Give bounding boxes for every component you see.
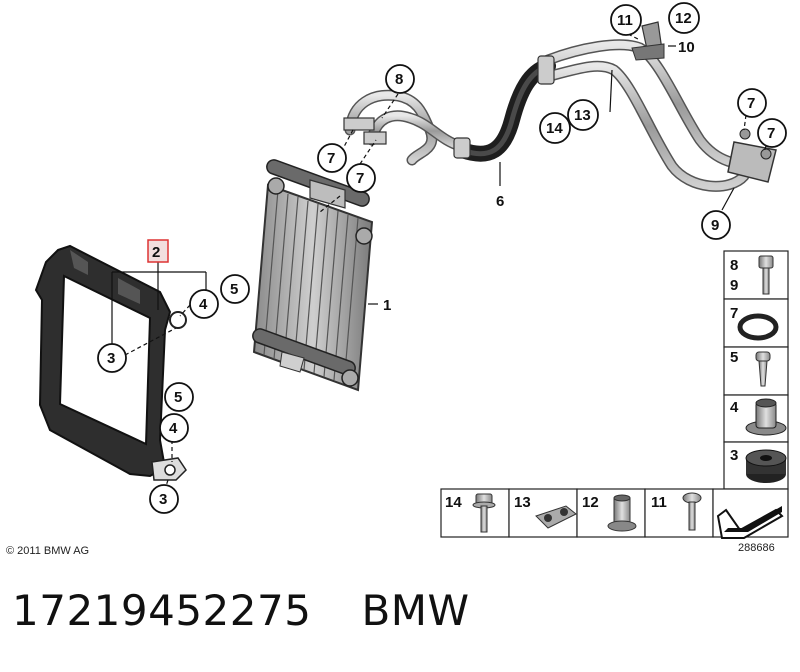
- oval-head-bolt-icon: [682, 492, 702, 531]
- svg-text:5: 5: [174, 389, 182, 406]
- callout-2: 2: [147, 239, 169, 263]
- svg-text:11: 11: [617, 12, 633, 29]
- callout-8: 8: [385, 64, 415, 94]
- svg-text:4: 4: [199, 296, 208, 313]
- legend-o-ring: 7: [730, 305, 779, 341]
- svg-text:11: 11: [651, 494, 667, 511]
- svg-text:6: 6: [496, 193, 504, 210]
- o-ring-icon: [737, 313, 779, 341]
- callout-13: 13: [567, 99, 599, 131]
- svg-text:14: 14: [546, 120, 563, 137]
- leader-lines: [111, 33, 767, 487]
- legend-spacer-nut: 12: [582, 494, 637, 532]
- svg-text:7: 7: [356, 170, 364, 187]
- callout-7: 7: [757, 118, 787, 148]
- svg-text:13: 13: [514, 494, 531, 511]
- svg-text:1: 1: [383, 297, 391, 314]
- svg-text:4: 4: [169, 420, 178, 437]
- legend-rubber-mount: 3: [730, 447, 787, 483]
- callout-5: 5: [164, 382, 194, 412]
- svg-text:4: 4: [730, 399, 739, 416]
- copyright-text: © 2011 BMW AG: [6, 545, 89, 557]
- svg-text:9: 9: [730, 277, 738, 294]
- svg-text:7: 7: [747, 95, 755, 112]
- bushing-icon: [745, 398, 787, 436]
- svg-text:8: 8: [730, 257, 738, 274]
- callout-4: 4: [189, 289, 219, 319]
- callout-3: 3: [149, 484, 179, 514]
- oil-cooler: [252, 159, 374, 392]
- svg-text:3: 3: [159, 491, 167, 508]
- svg-text:9: 9: [711, 217, 719, 234]
- pipe-clamp-icon: [535, 505, 577, 529]
- image-number: 288686: [738, 542, 775, 554]
- legend-bushing: 4: [730, 398, 787, 436]
- svg-text:10: 10: [678, 39, 695, 56]
- callout-9: 9: [701, 210, 731, 240]
- legend-oval-head-bolt: 11: [651, 492, 702, 531]
- flange-bolt-icon: [472, 493, 496, 533]
- callout-1: 1: [383, 297, 391, 314]
- callout-7: 7: [737, 88, 767, 118]
- callout-3: 3: [97, 343, 127, 373]
- callout-10: 10: [678, 39, 695, 56]
- callout-12: 12: [668, 2, 700, 34]
- svg-text:14: 14: [445, 494, 462, 511]
- brand-name: BMW: [361, 586, 470, 635]
- direction-arrow-icon: [716, 506, 784, 539]
- parts-diagram: 1 2 3 3 4 4 5 5 6 7 7 7 7: [6, 2, 789, 557]
- svg-text:5: 5: [730, 349, 738, 366]
- svg-text:2: 2: [152, 244, 160, 261]
- bottom-legend-row: [440, 488, 789, 538]
- rubber-mount-icon: [745, 449, 787, 483]
- screw-icon: [755, 351, 771, 387]
- svg-text:7: 7: [767, 125, 775, 142]
- svg-text:3: 3: [730, 447, 738, 464]
- bolt-icon: [758, 255, 774, 295]
- oil-lines: [343, 21, 777, 192]
- callout-6: 6: [496, 193, 504, 210]
- svg-text:12: 12: [582, 494, 599, 511]
- callout-14: 14: [539, 112, 571, 144]
- part-number: 17219452275: [12, 586, 312, 635]
- legend-pipe-clamp: 13: [514, 494, 577, 529]
- svg-text:12: 12: [675, 10, 692, 27]
- callout-7: 7: [317, 143, 347, 173]
- callout-11: 11: [610, 4, 642, 36]
- legend-flange-bolt: 14: [445, 493, 496, 533]
- svg-text:13: 13: [574, 107, 591, 124]
- callout-5: 5: [220, 274, 250, 304]
- callout-7: 7: [346, 163, 376, 193]
- spacer-nut-icon: [607, 494, 637, 532]
- svg-text:7: 7: [327, 150, 335, 167]
- svg-text:3: 3: [107, 350, 115, 367]
- legend-screw: 5: [730, 349, 771, 387]
- caption: 17219452275 BMW: [12, 586, 470, 635]
- legend-bolt: 8 9: [730, 255, 774, 295]
- svg-text:8: 8: [395, 71, 403, 88]
- svg-text:7: 7: [730, 305, 738, 322]
- svg-text:5: 5: [230, 281, 238, 298]
- callout-4: 4: [159, 413, 189, 443]
